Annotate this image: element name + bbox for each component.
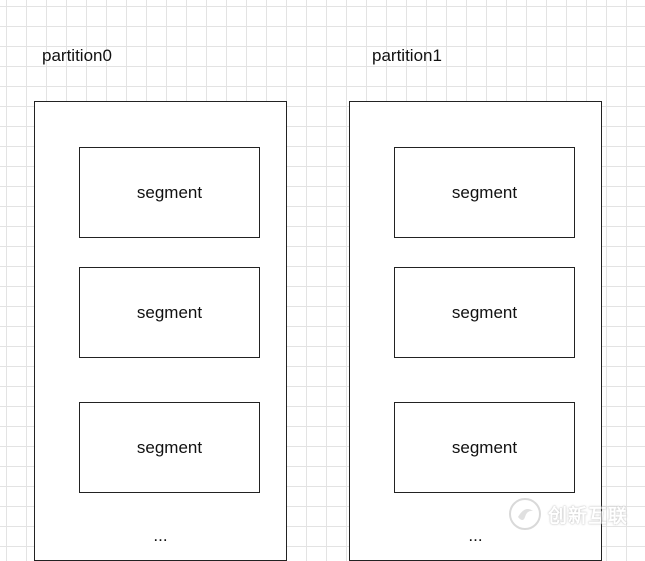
segment-box: segment [79,402,260,493]
segment-box: segment [394,402,575,493]
segment-label: segment [136,437,203,457]
partition-box-0: segment segment segment ... [34,101,287,561]
partition-label-1: partition1 [372,46,442,65]
segment-box: segment [394,147,575,238]
watermark: 创新互联 [508,496,628,532]
ellipsis: ... [153,526,168,545]
segment-label: segment [136,302,203,322]
segment-label: segment [451,437,518,457]
segment-box: segment [394,267,575,358]
segment-label: segment [451,302,518,322]
watermark-logo-icon [509,498,541,530]
segment-label: segment [451,182,518,202]
segment-box: segment [79,147,260,238]
watermark-text: 创新互联 [548,504,629,527]
partition-label-0: partition0 [42,46,112,65]
segment-box: segment [79,267,260,358]
ellipsis: ... [468,526,483,545]
partition-box-1: segment segment segment ... [349,101,602,561]
segment-label: segment [136,182,203,202]
